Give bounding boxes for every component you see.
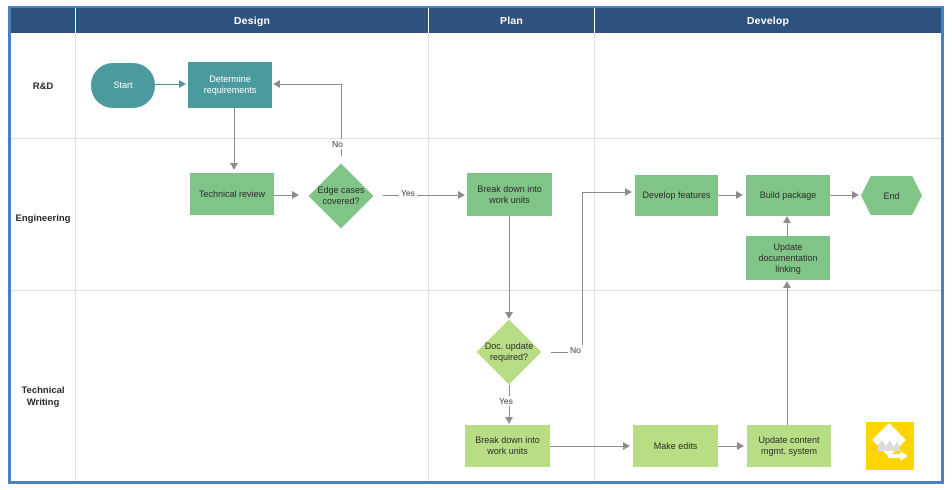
- phase-header-blank: [11, 8, 75, 33]
- edge-label-edge-cases-yes: Yes: [399, 188, 417, 198]
- node-start[interactable]: Start: [91, 63, 155, 108]
- phase-header-develop[interactable]: Develop: [594, 8, 941, 33]
- node-edge-cases-covered[interactable]: Edge cases covered?: [308, 163, 374, 229]
- node-make-edits[interactable]: Make edits: [633, 425, 718, 467]
- end-hexagon-shape: [861, 176, 922, 215]
- phase-header-design[interactable]: Design: [75, 8, 428, 33]
- lane-label-engineering: Engineering: [15, 213, 71, 224]
- arrowhead-breakdown-to-doc-update: [505, 312, 513, 319]
- node-break-down-into-work-units-techwriting[interactable]: Break down into work units: [465, 425, 550, 467]
- arrowhead-yes-to-breakdown: [458, 191, 465, 199]
- edge-label-doc-update-no: No: [568, 345, 583, 355]
- node-end[interactable]: End: [861, 176, 922, 215]
- edge-build-package-to-end: [830, 195, 854, 197]
- node-technical-review[interactable]: Technical review: [190, 173, 274, 215]
- edge-breakdown-to-doc-update: [509, 216, 511, 314]
- arrowhead-update-cms-to-update-doc: [783, 281, 791, 288]
- end-label: End: [883, 190, 900, 201]
- edge-label-edge-cases-no: No: [330, 139, 345, 149]
- arrowhead-technical-review-to-edge-cases: [292, 191, 299, 199]
- lane-divider-engineering-techwriting: [11, 290, 941, 291]
- arrowhead-make-edits-to-update-cms: [737, 442, 744, 450]
- node-determine-requirements[interactable]: Determine requirements: [188, 62, 272, 108]
- arrowhead-breakdown-tw-to-make-edits: [623, 442, 630, 450]
- edge-breakdown-tw-to-make-edits: [550, 446, 624, 448]
- node-update-content-mgmt-system[interactable]: Update content mgmt. system: [747, 425, 831, 467]
- edge-doc-no-top-horizontal: [582, 192, 626, 194]
- lane-label-technical-writing: Technical Writing: [12, 385, 74, 409]
- edge-develop-features-to-build-package: [718, 195, 738, 197]
- edge-label-doc-update-yes: Yes: [497, 396, 515, 406]
- edge-cases-label: Edge cases covered?: [317, 185, 365, 206]
- edge-make-edits-to-update-cms: [718, 446, 739, 448]
- edge-start-to-determine: [155, 84, 181, 86]
- arrowhead-build-to-end: [852, 191, 859, 199]
- arrowhead-doc-yes-to-breakdown: [505, 417, 513, 424]
- lane-label-technical-writing-line2: Writing: [26, 397, 60, 408]
- badge-torn-edge-shape: [878, 440, 900, 451]
- edge-technical-review-to-edge-cases: [274, 195, 294, 197]
- arrowhead-no-to-determine: [273, 80, 280, 88]
- visio-export-badge-icon[interactable]: [866, 422, 914, 470]
- lane-label-technical-writing-line1: Technical: [21, 385, 65, 396]
- node-update-documentation-linking[interactable]: Update documentation linking: [746, 236, 830, 280]
- edge-no-horizontal: [280, 84, 342, 86]
- node-doc-update-required[interactable]: Doc. update required?: [476, 319, 542, 385]
- node-develop-features[interactable]: Develop features: [635, 175, 718, 216]
- edge-update-cms-to-update-doc-linking: [787, 288, 789, 425]
- column-divider-lanelabel: [75, 33, 76, 481]
- edge-doc-no-stub-horizontal: [551, 352, 583, 354]
- arrowhead-doc-no-to-develop-features: [625, 188, 632, 196]
- badge-arrow-icon: [888, 451, 908, 461]
- edge-update-doc-to-build-package: [787, 223, 789, 237]
- column-divider-plan-develop: [594, 33, 595, 481]
- doc-update-label: Doc. update required?: [484, 341, 534, 362]
- lane-label-rnd: R&D: [32, 81, 54, 92]
- edge-edge-cases-yes-to-breakdown: [383, 195, 459, 197]
- node-build-package[interactable]: Build package: [746, 175, 830, 216]
- edge-doc-no-vertical: [582, 192, 584, 353]
- arrowhead-start-to-determine: [179, 80, 186, 88]
- lane-divider-rnd-engineering: [11, 138, 941, 139]
- edge-determine-to-technical-review: [234, 108, 236, 164]
- node-break-down-into-work-units-plan[interactable]: Break down into work units: [467, 173, 552, 216]
- arrowhead-determine-to-technical-review: [230, 163, 238, 170]
- edge-no-vertical: [341, 84, 343, 156]
- arrowhead-develop-to-build: [736, 191, 743, 199]
- column-divider-design-plan: [428, 33, 429, 481]
- arrowhead-update-doc-to-build: [783, 216, 791, 223]
- phase-header-plan[interactable]: Plan: [428, 8, 594, 33]
